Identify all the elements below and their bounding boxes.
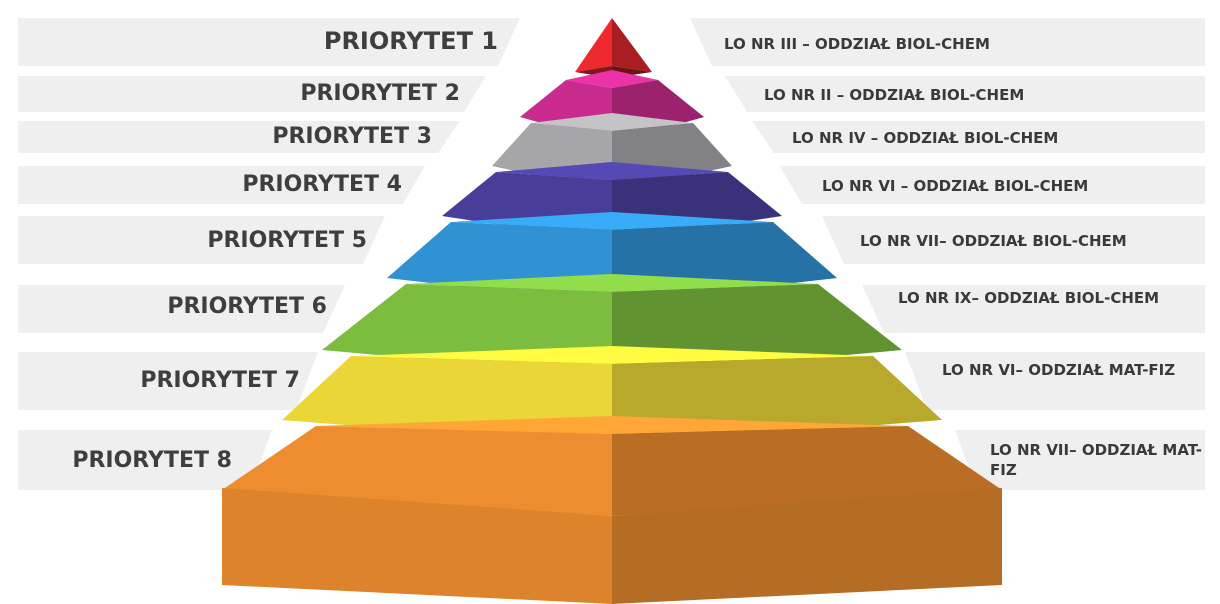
priority-label-3: PRIORYTET 3: [272, 124, 432, 150]
school-band-2: [725, 76, 1205, 112]
school-label-1: LO NR III – ODDZIAŁ BIOL-CHEM: [724, 35, 990, 53]
tier-5-top: [451, 212, 773, 230]
priority-label-6: PRIORYTET 6: [167, 294, 327, 320]
tier-1-left-face: [575, 18, 612, 72]
school-label-4: LO NR VI – ODDZIAŁ BIOL-CHEM: [822, 177, 1089, 195]
priority-band-1: [18, 18, 520, 66]
tier-3-top: [531, 113, 693, 131]
school-label-5: LO NR VII– ODDZIAŁ BIOL-CHEM: [860, 232, 1127, 250]
school-label-2: LO NR II – ODDZIAŁ BIOL-CHEM: [764, 86, 1025, 104]
tier-8-right-face: [612, 426, 1002, 516]
priority-band-6: [18, 285, 345, 333]
label-bands: [18, 18, 1205, 490]
school-band-6: [862, 285, 1205, 333]
tier-8-top: [316, 416, 908, 434]
pyramid: [222, 18, 1002, 604]
base-right-face: [612, 488, 1002, 604]
school-label-8: LO NR VII– ODDZIAŁ MAT-FIZ: [990, 441, 1203, 479]
priority-label-2: PRIORYTET 2: [300, 81, 460, 107]
priority-label-5: PRIORYTET 5: [207, 228, 367, 254]
priority-label-8: PRIORYTET 8: [72, 448, 232, 474]
school-label-6: LO NR IX– ODDZIAŁ BIOL-CHEM: [898, 289, 1160, 307]
tier-8-left-face: [222, 426, 612, 516]
tier-7-top: [351, 346, 873, 364]
tier-1-right-face: [612, 18, 652, 72]
school-band-1: [690, 18, 1205, 66]
tier-6-top: [406, 274, 818, 292]
school-band-8: [955, 430, 1205, 490]
priority-band-3: [18, 121, 460, 153]
base-left-face: [222, 488, 612, 604]
priority-label-7: PRIORYTET 7: [140, 368, 300, 394]
school-band-5: [822, 216, 1205, 264]
tier-4-top: [496, 162, 728, 180]
priority-label-1: PRIORYTET 1: [323, 27, 498, 56]
priority-label-4: PRIORYTET 4: [242, 172, 402, 198]
tier-2-top: [566, 70, 658, 88]
school-label-3: LO NR IV – ODDZIAŁ BIOL-CHEM: [792, 129, 1059, 147]
priority-band-4: [18, 166, 425, 204]
priority-band-7: [18, 352, 318, 410]
school-label-7: LO NR VI– ODDZIAŁ MAT-FIZ: [942, 361, 1176, 379]
school-band-7: [905, 352, 1205, 410]
priority-band-8: [18, 430, 272, 490]
school-band-3: [752, 121, 1205, 153]
priority-band-2: [18, 76, 486, 112]
school-band-4: [780, 166, 1205, 204]
priority-band-5: [18, 216, 385, 264]
